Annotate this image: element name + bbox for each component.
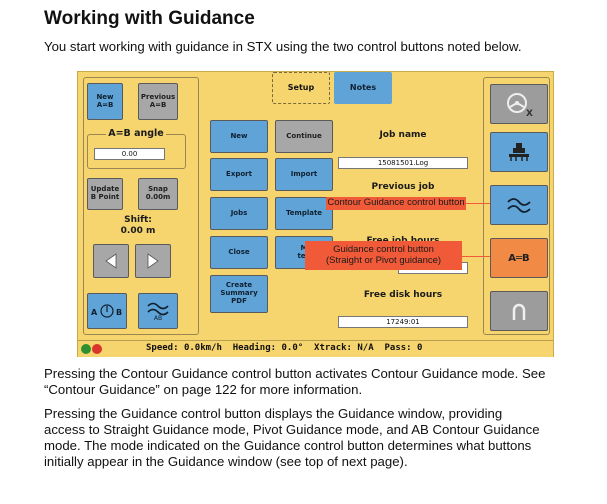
contour-wave-icon bbox=[147, 302, 169, 315]
guidance-control-label: A═B bbox=[508, 252, 530, 264]
speed-label: Speed: bbox=[146, 343, 179, 353]
xtrack-value: N/A bbox=[357, 343, 374, 353]
arrow-right-icon bbox=[147, 253, 159, 269]
status-readout: Speed: 0.0km/h Heading: 0.0° Xtrack: N/A… bbox=[146, 343, 422, 353]
paragraph-1-line-1: Pressing the Contour Guidance control bu… bbox=[44, 366, 546, 381]
snap-label-2: 0.00m bbox=[145, 193, 171, 201]
job-name-field[interactable]: 15081501.Log bbox=[338, 157, 468, 169]
svg-text:X: X bbox=[526, 109, 533, 117]
shift-label: Shift: bbox=[124, 215, 152, 225]
svg-text:A: A bbox=[91, 308, 98, 317]
create-summary-pdf-button[interactable]: Create Summary PDF bbox=[210, 275, 268, 313]
tab-notes[interactable]: Notes bbox=[334, 72, 392, 104]
summary-label-1: Create bbox=[225, 281, 253, 290]
export-button[interactable]: Export bbox=[210, 158, 268, 191]
tractor-implement-icon bbox=[509, 143, 529, 161]
alert-status-icon bbox=[92, 344, 102, 354]
free-disk-hours-field[interactable]: 17249:01 bbox=[338, 316, 468, 328]
intro-text: You start working with guidance in STX u… bbox=[44, 39, 522, 54]
heading-value: 0.0° bbox=[281, 343, 304, 353]
new-ab-label-2: A=B bbox=[96, 100, 114, 109]
hidden-button-label-1: M bbox=[300, 243, 308, 252]
previous-job-label: Previous job bbox=[371, 182, 435, 192]
paragraph-1: Pressing the Contour Guidance control bu… bbox=[44, 366, 589, 398]
ab-mode-button[interactable]: A B bbox=[87, 293, 127, 329]
ab-angle-field[interactable]: 0.00 bbox=[94, 148, 165, 160]
arrow-left-icon bbox=[105, 253, 117, 269]
shift-value: 0.00 m bbox=[120, 226, 156, 236]
ab-angle-title: A=B angle bbox=[106, 128, 166, 139]
ab-contour-label: AB bbox=[153, 314, 163, 322]
close-job-button[interactable]: Close bbox=[210, 236, 268, 269]
tab-notes-label: Notes bbox=[349, 82, 377, 92]
paragraph-2-line-4: initially appear in the Guidance window … bbox=[44, 454, 408, 469]
summary-label-3: PDF bbox=[231, 296, 247, 305]
headland-turn-icon bbox=[512, 303, 526, 320]
pass-label: Pass: bbox=[384, 343, 412, 353]
xtrack-label: Xtrack: bbox=[314, 343, 352, 353]
stx-screen: New A=B Previous A=B A=B angle 0.00 Upda… bbox=[77, 71, 554, 357]
contour-guidance-button[interactable] bbox=[490, 185, 548, 225]
headland-button[interactable] bbox=[490, 291, 548, 331]
shift-right-button[interactable] bbox=[135, 244, 171, 278]
ab-contour-button[interactable]: AB bbox=[138, 293, 178, 329]
update-label-2: B Point bbox=[90, 193, 120, 201]
snap-label-1: Snap bbox=[148, 185, 168, 194]
jobs-button[interactable]: Jobs bbox=[210, 197, 268, 230]
contour-wave-icon bbox=[507, 198, 531, 213]
new-ab-label-1: New bbox=[96, 92, 114, 101]
hidden-button-label-2: ten bbox=[297, 251, 311, 260]
left-panel bbox=[83, 77, 199, 335]
previous-ab-label-1: Previous bbox=[140, 92, 176, 101]
pass-value: 0 bbox=[417, 343, 423, 353]
speed-value: 0.0km/h bbox=[183, 343, 222, 353]
steering-off-button[interactable]: X bbox=[490, 84, 548, 124]
guidance-callout-line-1: Guidance control button bbox=[333, 243, 434, 255]
job-name-label: Job name bbox=[379, 130, 427, 140]
paragraph-2-line-3: mode. The mode indicated on the Guidance… bbox=[44, 438, 532, 453]
guidance-callout-leader bbox=[462, 256, 490, 257]
ab-point-icon: A B bbox=[91, 304, 122, 318]
previous-ab-label-2: A=B bbox=[149, 100, 167, 109]
svg-text:B: B bbox=[116, 308, 122, 317]
new-job-button[interactable]: New bbox=[210, 120, 268, 153]
previous-ab-button[interactable]: Previous A=B bbox=[138, 83, 178, 120]
paragraph-1-line-2: “Contour Guidance” on page 122 for more … bbox=[44, 382, 363, 397]
update-label-1: Update bbox=[90, 185, 120, 194]
shift-left-button[interactable] bbox=[93, 244, 129, 278]
guidance-control-button[interactable]: A═B bbox=[490, 238, 548, 278]
free-disk-hours-label: Free disk hours bbox=[363, 290, 443, 300]
guidance-callout-line-2: (Straight or Pivot guidance) bbox=[325, 254, 442, 266]
status-bar: Speed: 0.0km/h Heading: 0.0° Xtrack: N/A… bbox=[78, 340, 553, 357]
continue-job-button[interactable]: Continue bbox=[275, 120, 333, 153]
summary-label-2: Summary bbox=[220, 289, 258, 298]
snap-button[interactable]: Snap 0.00m bbox=[138, 178, 178, 210]
right-panel bbox=[483, 77, 550, 335]
paragraph-2-line-2: access to Straight Guidance mode, Pivot … bbox=[44, 422, 540, 437]
paragraph-2: Pressing the Guidance control button dis… bbox=[44, 406, 589, 470]
gps-status-icon bbox=[81, 344, 91, 354]
import-button[interactable]: Import bbox=[275, 158, 333, 191]
contour-callout-leader bbox=[466, 203, 490, 204]
new-ab-button[interactable]: New A=B bbox=[87, 83, 123, 120]
steering-wheel-disabled-icon: X bbox=[507, 93, 533, 117]
tab-setup[interactable]: Setup bbox=[272, 72, 330, 104]
contour-guidance-callout: Contour Guidance control button bbox=[326, 197, 466, 210]
template-button[interactable]: Template bbox=[275, 197, 333, 230]
update-b-point-button[interactable]: Update B Point bbox=[87, 178, 123, 210]
implement-button[interactable] bbox=[490, 132, 548, 172]
tab-setup-label: Setup bbox=[287, 82, 315, 92]
heading-label: Heading: bbox=[232, 343, 277, 353]
guidance-control-callout: Guidance control button (Straight or Piv… bbox=[305, 241, 462, 270]
page-title: Working with Guidance bbox=[44, 8, 255, 29]
paragraph-2-line-1: Pressing the Guidance control button dis… bbox=[44, 406, 503, 421]
